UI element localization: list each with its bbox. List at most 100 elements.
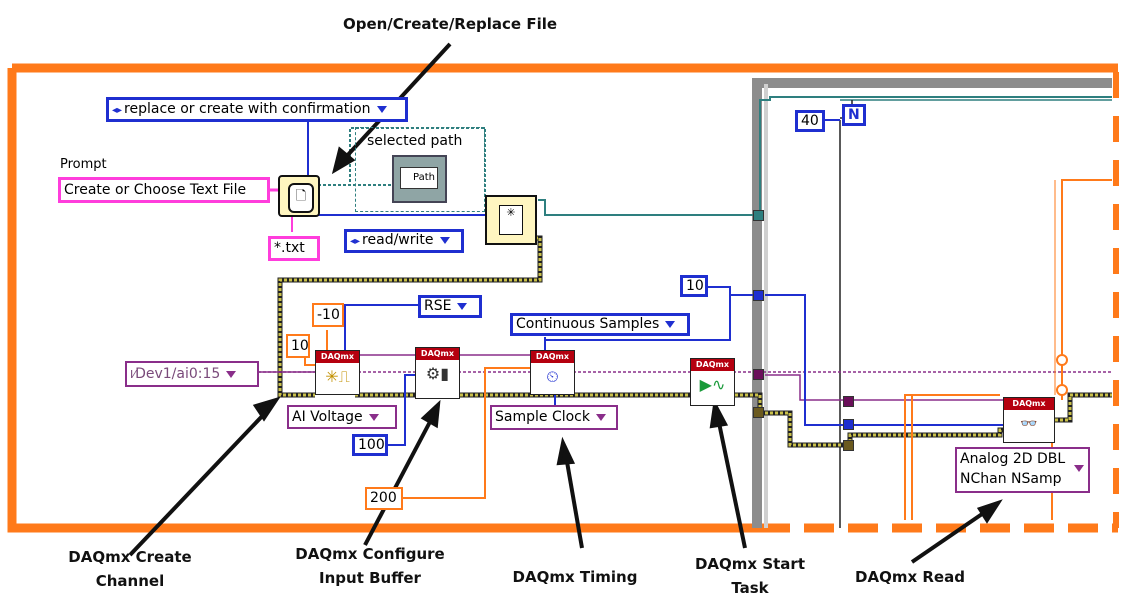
- rse-wire: [344, 304, 420, 355]
- loop-count-terminal: N: [842, 104, 866, 126]
- chevron-down-icon: [376, 105, 387, 113]
- prompt-label: Prompt: [60, 157, 107, 172]
- annotation-timing: DAQmx Timing: [512, 568, 638, 586]
- daqmx-timing-vi[interactable]: DAQmx ⏲: [530, 350, 575, 395]
- error-wire-3: [735, 392, 1010, 448]
- channel-icon: I⁄: [130, 368, 136, 381]
- access-value: read/write: [362, 232, 434, 248]
- annotation-start-task-line1: DAQmx Start: [694, 555, 805, 573]
- clock-icon: ⏲: [546, 367, 559, 386]
- chevron-down-icon: [439, 236, 450, 244]
- min-value-constant[interactable]: -10: [312, 303, 344, 327]
- glasses-icon: 👓: [1020, 416, 1038, 432]
- sample-mode-value: Continuous Samples: [516, 316, 660, 332]
- path-indicator[interactable]: Path: [392, 155, 447, 203]
- path-indicator-inner: Path: [400, 167, 438, 189]
- daqmx-create-channel-vi[interactable]: DAQmx ✳⎍: [315, 350, 360, 395]
- file-mode-value: replace or create with confirmation: [124, 101, 371, 117]
- sequence-frame-left: [7, 68, 760, 533]
- file-dialog-icon: 🗋: [288, 183, 314, 213]
- path-label: Path: [413, 172, 435, 183]
- play-icon: ▶∿: [699, 375, 726, 394]
- annotation-config-buffer-line1: DAQmx Configure: [295, 545, 445, 563]
- open-file-vi[interactable]: ✳: [485, 195, 537, 245]
- annotation-create-channel-line2: Channel: [95, 572, 165, 590]
- chevron-down-icon: [368, 413, 379, 421]
- annotation-create-channel: DAQmx Create Channel: [40, 545, 220, 593]
- samps-wire: [545, 286, 731, 341]
- daqmx-start-task-vi[interactable]: DAQmx ▶∿: [690, 358, 735, 406]
- selected-path-frame: [355, 127, 485, 212]
- chevron-down-icon: [226, 370, 237, 378]
- annotation-config-buffer: DAQmx Configure Input Buffer: [285, 542, 455, 590]
- error-wire-1b: [278, 236, 542, 397]
- start-task-header: DAQmx: [691, 359, 734, 371]
- file-dialog-vi[interactable]: 🗋: [278, 175, 320, 217]
- chevron-down-icon: [595, 413, 606, 421]
- error-tunnel-inner: [843, 440, 854, 451]
- samps-wire-3: [765, 294, 850, 426]
- chevron-down-icon: [457, 302, 468, 310]
- terminal-config-value: RSE: [424, 298, 452, 314]
- task-wire-2: [258, 354, 530, 373]
- error-tunnel: [753, 407, 764, 418]
- samples-per-channel-constant[interactable]: 10: [680, 275, 708, 297]
- daqmx-read-vi[interactable]: DAQmx 👓: [1003, 397, 1055, 443]
- chevron-down-icon: [1074, 465, 1084, 472]
- pattern-string-constant[interactable]: *.txt: [268, 236, 320, 261]
- task-tunnel: [753, 369, 764, 380]
- annotation-open-file: Open/Create/Replace File: [342, 15, 558, 33]
- create-channel-icon: ✳⎍: [325, 367, 350, 386]
- data-junction-2: [1056, 384, 1068, 396]
- access-enum[interactable]: ◂▸read/write: [344, 229, 464, 253]
- task-tunnel-inner: [843, 396, 854, 407]
- while-loop-inner-edge: [764, 84, 768, 528]
- annotation-start-task-line2: Task: [731, 579, 769, 597]
- sample-rate-constant[interactable]: 200: [365, 487, 403, 510]
- max-wire: [304, 355, 315, 366]
- loop-count-constant[interactable]: 40: [795, 110, 825, 132]
- config-buffer-icon: ⚙▮: [425, 364, 450, 383]
- annotation-create-channel-line1: DAQmx Create: [68, 548, 192, 566]
- read-type-poly[interactable]: Analog 2D DBL NChan NSamp: [955, 447, 1090, 493]
- file-ref-wire: [538, 96, 1112, 216]
- annotation-read: DAQmx Read: [855, 568, 965, 586]
- config-buffer-header: DAQmx: [416, 348, 459, 360]
- timing-header: DAQmx: [531, 351, 574, 363]
- rate-wire: [402, 367, 530, 499]
- channel-value: Dev1/ai0:15: [135, 366, 221, 382]
- daqmx-config-buffer-vi[interactable]: DAQmx ⚙▮: [415, 347, 460, 399]
- read-header: DAQmx: [1004, 398, 1054, 410]
- ring-icon: ◂▸: [350, 236, 361, 247]
- file-mode-enum[interactable]: ◂▸replace or create with confirmation: [106, 97, 408, 122]
- read-type-line2: NChan NSamp: [960, 471, 1062, 487]
- selected-path-label: selected path: [367, 133, 463, 149]
- timing-type-value: Sample Clock: [495, 409, 590, 425]
- max-value-constant[interactable]: 10: [286, 334, 310, 358]
- sample-mode-enum[interactable]: Continuous Samples: [510, 313, 690, 336]
- annotation-start-task: DAQmx Start Task: [680, 552, 820, 600]
- terminal-config-enum[interactable]: RSE: [418, 295, 482, 318]
- annotation-config-buffer-line2: Input Buffer: [319, 569, 421, 587]
- while-loop-border: [752, 78, 762, 528]
- error-wire-4: [1055, 392, 1112, 423]
- samps-tunnel-inner: [843, 419, 854, 430]
- data-junction: [1056, 354, 1068, 366]
- prompt-string-constant[interactable]: Create or Choose Text File: [58, 177, 270, 203]
- ring-icon: ◂▸: [112, 105, 123, 116]
- data-out-1: [1061, 179, 1112, 400]
- chevron-down-icon: [665, 320, 676, 328]
- buffer-size-constant[interactable]: 100: [352, 434, 388, 456]
- error-wire-4b: [1055, 393, 1112, 422]
- timing-type-poly[interactable]: Sample Clock: [490, 405, 618, 430]
- file-ref-tunnel: [753, 210, 764, 221]
- buffer-wire: [387, 374, 415, 446]
- open-file-icon: ✳: [499, 205, 523, 235]
- physical-channel-constant[interactable]: I⁄Dev1/ai0:15: [125, 361, 259, 387]
- create-channel-header: DAQmx: [316, 351, 359, 363]
- samps-tunnel: [753, 290, 764, 301]
- measurement-type-poly[interactable]: AI Voltage: [287, 405, 397, 429]
- measurement-type-value: AI Voltage: [292, 409, 363, 425]
- read-type-line1: Analog 2D DBL: [960, 451, 1066, 467]
